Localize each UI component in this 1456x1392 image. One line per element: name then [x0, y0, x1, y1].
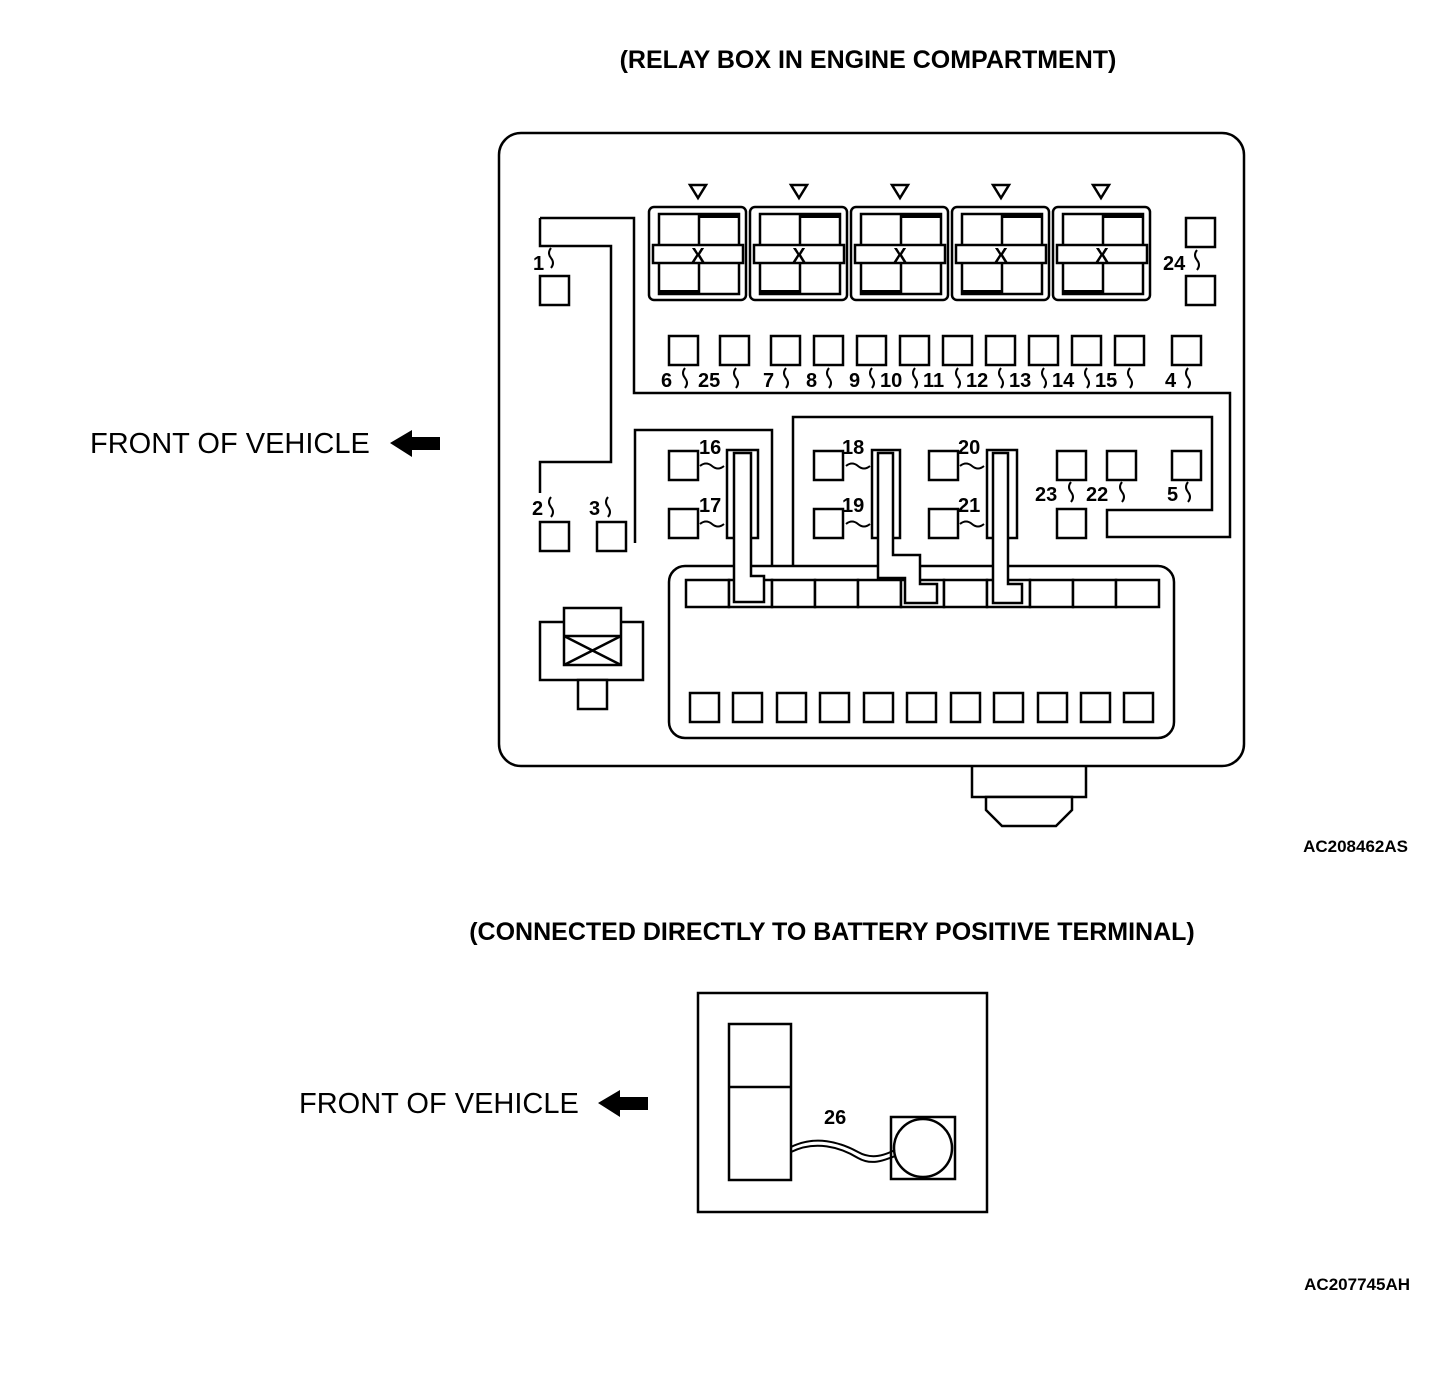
label-19: 19 — [842, 495, 864, 517]
label-6: 6 — [661, 370, 672, 392]
label-20: 20 — [958, 437, 980, 459]
front-of-vehicle-label: FRONT OF VEHICLE — [90, 428, 370, 460]
label-26: 26 — [824, 1107, 846, 1129]
front-arrow-icon — [390, 430, 440, 457]
figure-code-1: AC208462AS — [1303, 837, 1408, 856]
relay-5: X — [1051, 183, 1152, 302]
relay-3: X — [849, 183, 950, 302]
front-of-vehicle-label-2: FRONT OF VEHICLE — [299, 1088, 579, 1120]
left-connector — [538, 606, 645, 711]
label-23: 23 — [1035, 484, 1057, 506]
label-9: 9 — [849, 370, 860, 392]
label-5: 5 — [1167, 484, 1178, 506]
label-18: 18 — [842, 437, 864, 459]
label-14: 14 — [1052, 370, 1075, 392]
relay-box-mount — [970, 766, 1088, 828]
relay-4: X — [950, 183, 1051, 302]
label-1: 1 — [533, 253, 544, 275]
label-22: 22 — [1086, 484, 1108, 506]
relay-pointer-icon — [788, 183, 810, 201]
battery-title: (CONNECTED DIRECTLY TO BATTERY POSITIVE … — [469, 918, 1195, 946]
relay-x-mark: X — [792, 245, 806, 267]
relay-pointer-icon — [889, 183, 911, 201]
relay-1: X — [647, 183, 748, 302]
relay-x-mark: X — [1095, 245, 1109, 267]
label-10: 10 — [880, 370, 902, 392]
label-3: 3 — [589, 498, 600, 520]
label-24: 24 — [1163, 253, 1186, 275]
relay-pointer-icon — [990, 183, 1012, 201]
relay-2: X — [748, 183, 849, 302]
label-16: 16 — [699, 437, 721, 459]
battery-terminal — [889, 1115, 957, 1181]
relay-x-mark: X — [994, 245, 1008, 267]
label-11: 11 — [923, 370, 944, 392]
label-4: 4 — [1165, 370, 1177, 392]
fusible-link-block — [667, 564, 1176, 740]
label-25: 25 — [698, 370, 720, 392]
relay-x-mark: X — [691, 245, 705, 267]
label-7: 7 — [763, 370, 774, 392]
fuse-squares — [538, 216, 1217, 553]
relay-box-title: (RELAY BOX IN ENGINE COMPARTMENT) — [620, 46, 1117, 74]
wire-markers — [548, 247, 1200, 528]
label-8: 8 — [806, 370, 817, 392]
relay-pointer-icon — [687, 183, 709, 201]
label-21: 21 — [958, 495, 980, 517]
relay-pointer-icon — [1090, 183, 1112, 201]
label-2: 2 — [532, 498, 543, 520]
link-straps — [725, 448, 1024, 605]
relay-row: X X X X — [647, 183, 1152, 302]
terminal-labels: 1 2 3 4 5 6 7 8 9 10 11 12 13 14 15 16 1… — [532, 253, 1186, 520]
label-13: 13 — [1009, 370, 1031, 392]
cable-26 — [790, 1139, 896, 1163]
label-17: 17 — [699, 495, 721, 517]
relay-x-mark: X — [893, 245, 907, 267]
front-arrow-icon — [598, 1090, 648, 1117]
label-12: 12 — [966, 370, 988, 392]
label-15: 15 — [1095, 370, 1117, 392]
fusible-link-26 — [727, 1022, 793, 1182]
figure-code-2: AC207745AH — [1304, 1275, 1410, 1294]
